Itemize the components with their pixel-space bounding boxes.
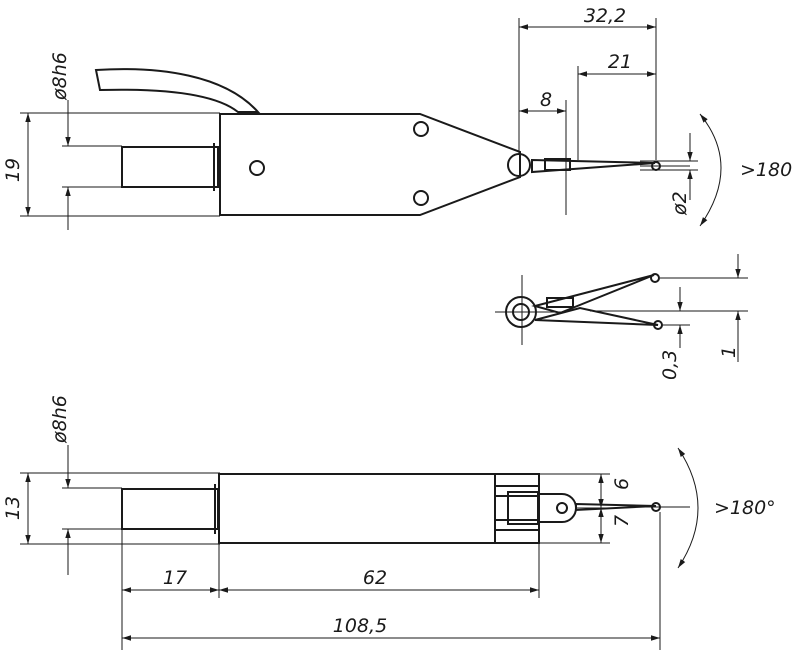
dim-tip-to-pivot: 21 [608,51,632,73]
bottom-view: 13 ø8h6 6 7 >180° 17 62 108,5 [2,395,776,650]
stylus-arm [531,158,656,174]
shank [121,488,219,530]
stylus-clamp [546,297,574,308]
dim-overall-tip: 32,2 [584,5,626,27]
rotation-label: >180° [714,497,776,519]
dim-offset-large: 1 [718,346,740,358]
detail-view: 1 0,3 [495,254,748,380]
dim-body-height: 19 [2,158,24,182]
dim-shank-length: 17 [163,567,187,589]
stylus-ball [650,273,660,283]
dim-overall-length: 108,5 [333,615,387,637]
clevis-housing [494,473,540,544]
shank [121,146,219,188]
rotation-label: >180 [740,159,792,181]
dim-pivot-offset: 8 [540,89,552,111]
pivot-pin [512,303,530,321]
dim-body-height: 13 [2,496,24,520]
rotation-arrow [677,447,699,569]
dim-offset-small: 0,3 [659,350,681,380]
main-body [219,113,521,216]
body-hole [413,121,429,137]
main-body [218,473,540,544]
rotation-arrow [699,113,722,227]
holder-pin [556,502,568,514]
dim-clevis-upper: 6 [611,478,633,490]
top-view: 19 ø8h6 32,2 21 8 ø2 >180 [2,5,792,230]
stylus-arm-raised [531,274,655,315]
body-hole [249,160,265,176]
dim-shank-diameter: ø8h6 [49,52,71,101]
stylus-arm [575,502,657,512]
body-hole [413,190,429,206]
dim-ball-diameter: ø2 [669,191,691,216]
stylus-arm-lowered [534,306,659,326]
dim-clevis-lower: 7 [611,515,633,527]
dim-shank-diameter: ø8h6 [49,395,71,444]
lever-arm [94,68,261,113]
dim-body-length: 62 [363,567,387,589]
pivot-ring [505,296,537,328]
